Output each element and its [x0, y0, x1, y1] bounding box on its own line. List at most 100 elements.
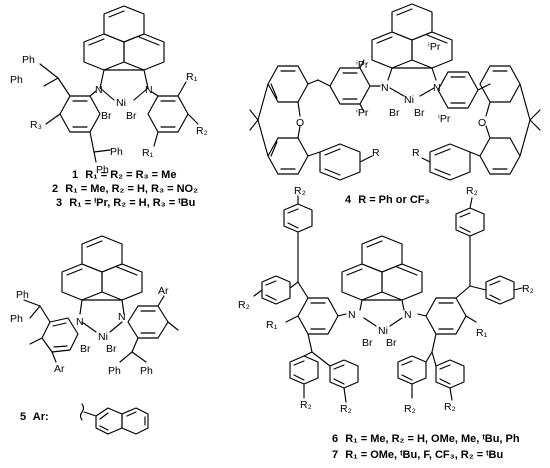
br-atom-2: Br [414, 107, 425, 119]
ni-atom: Ni [378, 325, 388, 337]
right-aryl-ring [147, 81, 199, 147]
structure-6-7: N N Ni Br Br R₁ R₂ [238, 185, 534, 461]
ph-label-1: Ph [22, 54, 35, 66]
left-xanthene [249, 65, 321, 175]
o-atom-left: O [296, 117, 304, 129]
right-inner-aryl [437, 71, 491, 109]
acenaphthene-core [83, 5, 165, 71]
right-bottom-aryl-1 [397, 351, 433, 399]
left-inner-aryl [317, 59, 381, 113]
ni-atom: Ni [116, 97, 126, 109]
right-aryl-ring [119, 295, 179, 363]
caption-5: 5 Ar: [20, 411, 49, 423]
ph-label-3: Ph [108, 365, 121, 377]
acenaphthene-core [371, 3, 453, 69]
br-atom-1: Br [362, 337, 373, 349]
ni-atom: Ni [98, 331, 108, 343]
o-atom-right: O [478, 117, 486, 129]
left-bottom-aryl-2 [311, 351, 359, 403]
n-atom-left: N [348, 309, 356, 321]
structure-5: N N Ni Br Br Ph Ph Ar Ar [10, 235, 179, 435]
r2-label-1: R₂ [294, 185, 306, 197]
compound-number: 5 [20, 411, 26, 423]
compound-definition: R₁ = Me, R₂ = H, OMe, Me, ᵗBu, Ph [345, 433, 520, 445]
r-label-right: R [412, 147, 420, 159]
compound-definition: R₁ = R₂ = R₃ = Me [85, 169, 176, 181]
left-top-aryl-1 [283, 195, 313, 283]
caption-1: 1 R₁ = R₂ = R₃ = Me [72, 169, 176, 181]
compound-number: 4 [345, 194, 352, 206]
left-aryl-ring [39, 63, 111, 163]
ipr-label-2: ⁱPr [428, 41, 441, 53]
r3-label: R₃ [30, 119, 42, 131]
ar-label-left: Ar [54, 363, 65, 375]
right-central-aryl [417, 285, 477, 353]
structure-4: N N Ni Br Br ⁱPr ⁱPr ⁱPr ⁱPr [249, 3, 541, 206]
right-bottom-aryl-2 [431, 351, 465, 401]
br-atom-1: Br [80, 343, 91, 355]
br-atom-1: Br [101, 110, 112, 122]
caption-3: 3 R₁ = ⁱPr, R₂ = H, R₃ = ᵗBu [56, 196, 195, 209]
left-bottom-aryl-1 [289, 351, 319, 399]
left-top-aryl-2 [253, 275, 299, 305]
compound-definition: Ar: [33, 411, 49, 423]
compound-number: 7 [332, 449, 338, 461]
br-atom-2: Br [106, 343, 117, 355]
right-top-aryl-2 [469, 275, 523, 305]
n-atom-left: N [76, 316, 84, 328]
ph-label-4: Ph [96, 164, 109, 176]
ph-label-4: Ph [140, 365, 153, 377]
right-top-aryl-1 [455, 197, 485, 287]
ph-label-3: Ph [110, 146, 123, 158]
r-label-left: R [372, 147, 380, 159]
right-xanthene [469, 65, 541, 175]
left-outer-aryl [319, 143, 373, 181]
caption-7: 7 R₁ = OMe, ᵗBu, F, CF₃, R₂ = ᵗBu [332, 449, 503, 461]
caption-2: 2 R₁ = Me, R₂ = H, R₃ = NO₂ [52, 183, 198, 195]
compound-number: 3 [56, 197, 62, 209]
diimine-bridge [99, 69, 149, 101]
acenaphthene-core [341, 235, 423, 301]
left-central-aryl [285, 281, 347, 353]
n-atom-right: N [145, 84, 153, 96]
compound-number: 1 [72, 169, 78, 181]
ipr-label-1: ⁱPr [356, 59, 369, 71]
compound-definition: R₁ = ⁱPr, R₂ = H, R₃ = ᵗBu [69, 196, 195, 209]
n-atom-right: N [433, 82, 441, 94]
r1-label-left: R₁ [266, 319, 278, 331]
diimine-bridge [79, 299, 125, 333]
caption-4: 4 R = Ph or CF₃ [345, 194, 430, 206]
br-atom-2: Br [126, 110, 137, 122]
n-atom-left: N [95, 84, 103, 96]
ni-atom: Ni [404, 94, 414, 106]
naphthyl-group [79, 403, 149, 435]
compound-number: 2 [52, 183, 58, 195]
r1-label-bottom: R₁ [142, 147, 154, 159]
compound-definition: R₁ = Me, R₂ = H, R₃ = NO₂ [65, 183, 198, 195]
r2-label-7: R₂ [404, 403, 416, 415]
ph-label-2: Ph [10, 313, 23, 325]
ph-label-2: Ph [10, 74, 23, 86]
n-atom-left: N [381, 82, 389, 94]
diimine-bridge [359, 299, 405, 327]
acenaphthene-core [61, 235, 143, 301]
br-atom-1: Br [389, 107, 400, 119]
r1-label-top: R₁ [186, 71, 198, 83]
diimine-bridge [387, 67, 437, 97]
r2-label: R₂ [196, 125, 208, 137]
ar-label-right: Ar [158, 285, 169, 297]
caption-6: 6 R₁ = Me, R₂ = H, OMe, Me, ᵗBu, Ph [332, 433, 520, 445]
ipr-label-4: ⁱPr [438, 113, 451, 125]
n-atom-right: N [404, 309, 412, 321]
compound-definition: R₁ = OMe, ᵗBu, F, CF₃, R₂ = ᵗBu [345, 449, 503, 461]
right-outer-aryl [421, 143, 471, 181]
r2-label-5: R₂ [466, 185, 478, 197]
r2-label-2: R₂ [238, 299, 250, 311]
structure-1-3: N N Ni Br Br Ph Ph Ph Ph R₃ [10, 5, 208, 209]
r2-label-8: R₂ [444, 401, 456, 413]
r1-label-right: R₁ [476, 327, 488, 339]
ph-label-1: Ph [16, 289, 29, 301]
compound-definition: R = Ph or CF₃ [358, 194, 429, 206]
left-aryl-ring [23, 299, 79, 363]
